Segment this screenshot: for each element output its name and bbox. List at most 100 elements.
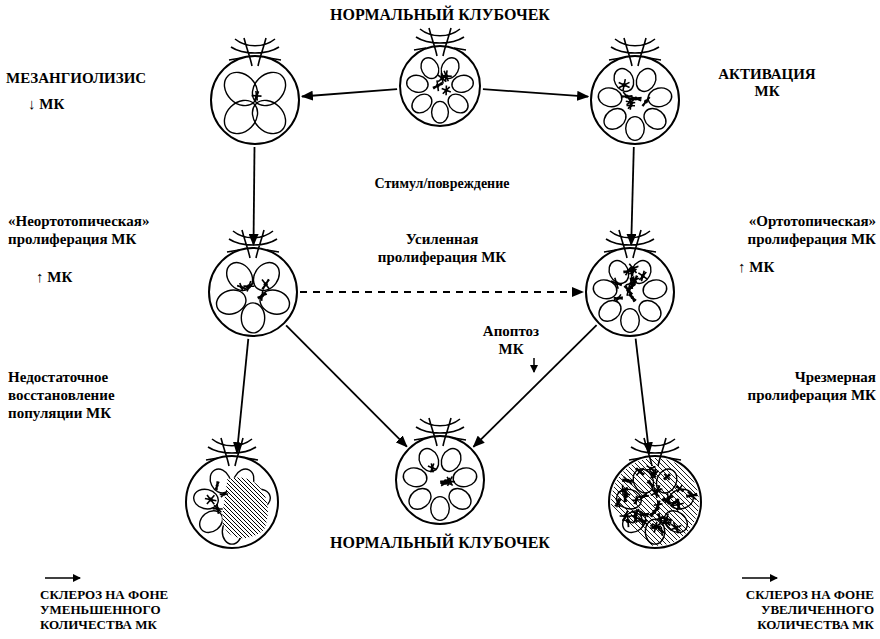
- mesangial-nucleus: [629, 100, 632, 103]
- mesangial-nucleus: [626, 288, 630, 292]
- mesangial-nucleus: [655, 525, 658, 528]
- mesangial-nucleus: [445, 89, 448, 92]
- mesangial-nucleus: [649, 483, 652, 486]
- mesangial-nucleus: [255, 94, 258, 97]
- mesangial-nucleus: [649, 467, 652, 470]
- capillary-loop: [595, 296, 625, 325]
- capillary-loop: [246, 94, 293, 141]
- transition-arrow: [483, 89, 588, 97]
- mesangial-cell: [438, 73, 446, 83]
- capsule-outline: [591, 56, 679, 144]
- mesangial-cell: [670, 522, 681, 533]
- capsule-outline: [586, 248, 674, 336]
- mesangial-cell: [650, 522, 661, 533]
- mesangial-nucleus: [615, 281, 619, 285]
- edge-label: Чрезмерная пролиферация МК: [726, 368, 878, 404]
- mesangial-nucleus: [673, 501, 676, 504]
- capillary-loop: [195, 506, 226, 537]
- sclerosis-hatch: [563, 456, 835, 548]
- mesangial-cell: [663, 474, 670, 480]
- free-label: ↑ МК: [736, 258, 810, 276]
- mesangial-cell: [252, 91, 262, 101]
- capillary-loop: [431, 497, 450, 521]
- mesangial-cell: [215, 481, 219, 490]
- mesangial-nucleus: [625, 491, 628, 494]
- mesangial-nucleus: [652, 510, 656, 514]
- glomerulus-drawing: [579, 426, 731, 578]
- mesangial-nucleus: [436, 84, 440, 88]
- mesangial-cell: [614, 294, 623, 302]
- mesangial-nucleus: [660, 530, 663, 533]
- capillary-loop: [221, 257, 258, 295]
- glomerulus: СКЛЕРОЗ НА ФОНЕ УВЕЛИЧЕННОГО КОЛИЧЕСТВА …: [609, 456, 701, 548]
- mesangial-nucleus: [638, 470, 642, 474]
- node-heading: СКЛЕРОЗ НА ФОНЕ УВЕЛИЧЕННОГО КОЛИЧЕСТВА …: [716, 588, 874, 633]
- glomerulus-drawing: [156, 426, 308, 578]
- capillary-loop: [405, 484, 435, 513]
- sclerosis-ground: [186, 456, 278, 548]
- capillary-loop: [418, 55, 443, 82]
- mesangial-nucleus: [657, 503, 660, 506]
- capillary-loop: [248, 257, 285, 295]
- mesangial-cell: [220, 491, 228, 497]
- mesangial-cell: [649, 469, 656, 478]
- mesangial-nucleus: [674, 526, 678, 530]
- glomerulus-drawing: [366, 406, 514, 554]
- mesangial-nucleus: [643, 513, 646, 516]
- capillary-loop: [641, 278, 668, 301]
- node-heading: ↓ МК: [28, 96, 108, 113]
- node-heading: МЕЗАНГИОЛИЗИС: [6, 70, 181, 87]
- transition-arrow: [631, 147, 634, 245]
- transition-arrow: [300, 291, 583, 293]
- capillary-loop: [451, 466, 478, 489]
- mesangial-nucleus: [635, 499, 638, 502]
- mesangial-nucleus: [625, 94, 629, 98]
- glomerulus: НОРМАЛЬНЫЙ КЛУБОЧЕК: [396, 436, 484, 524]
- capsule-outline: [209, 248, 297, 336]
- capillary-loop: [626, 117, 645, 141]
- transition-arrow: [286, 325, 407, 446]
- capillary-loop: [438, 55, 463, 82]
- mesangial-nucleus: [640, 519, 644, 523]
- small-arrow: [742, 577, 777, 579]
- mesangial-cell: [636, 468, 645, 475]
- vascular-pole: [206, 438, 258, 466]
- edge-label: «Ортотопическая» пролиферация МК: [674, 212, 878, 248]
- mesangial-cell: [642, 97, 650, 107]
- mesangial-cell: [615, 498, 621, 507]
- mesangial-nucleus: [631, 266, 635, 270]
- mesangial-nucleus: [656, 488, 659, 491]
- free-label: Стимул/повреждение: [340, 176, 544, 193]
- mesangial-nucleus: [634, 516, 638, 520]
- glomerulus: МЕЗАНГИОЛИЗИС↓ МК: [211, 56, 299, 144]
- mesangial-cell: [440, 478, 451, 484]
- capillary-loop: [415, 445, 442, 475]
- mesangial-nucleus: [616, 501, 619, 504]
- capillary-loop: [432, 101, 449, 123]
- mesangial-nucleus: [641, 274, 645, 278]
- mesangial-cell: [663, 493, 673, 504]
- mesangial-nucleus: [631, 296, 634, 299]
- mesangial-nucleus: [222, 493, 225, 496]
- edge-label: Недостаточное восстановление популяции М…: [6, 368, 145, 422]
- mesangial-nucleus: [240, 286, 243, 289]
- mesangial-nucleus: [626, 479, 630, 483]
- node-heading: АКТИВАЦИЯ МК: [712, 66, 822, 101]
- mesangial-nucleus: [651, 472, 654, 475]
- mesangial-nucleus: [665, 517, 669, 521]
- mesangial-cell: [442, 86, 451, 96]
- mesangial-cell: [213, 504, 223, 514]
- capillary-loop: [257, 286, 293, 318]
- edge-label: Апоптоз МК: [470, 322, 552, 358]
- capsule-outline: [186, 456, 278, 548]
- vascular-pole: [629, 438, 681, 466]
- mesangial-nucleus: [623, 514, 627, 518]
- vascular-pole: [604, 230, 656, 258]
- vascular-pole: [414, 418, 466, 446]
- mesangial-nucleus: [666, 497, 670, 501]
- mesangial-cell: [637, 516, 648, 527]
- capsule-outline: [396, 436, 484, 524]
- mesangial-cell: [205, 495, 217, 504]
- glomerulus: АКТИВАЦИЯ МК: [591, 56, 679, 144]
- mesangial-cell: [618, 485, 628, 496]
